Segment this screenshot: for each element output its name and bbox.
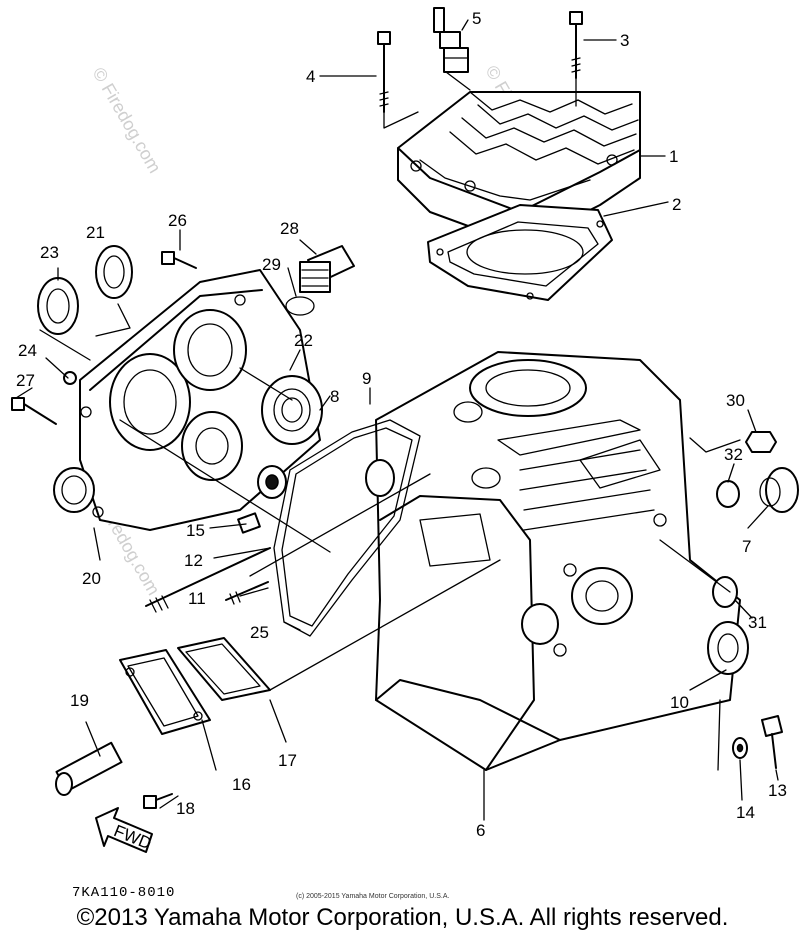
- label-22: 22: [294, 331, 313, 350]
- leader-lines: [15, 19, 779, 821]
- label-23: 23: [40, 243, 59, 262]
- drawing-code: 7KA110-8010: [72, 885, 175, 901]
- crankcase-gasket-9: [273, 419, 421, 637]
- small-copyright: (c) 2005-2015 Yamaha Motor Corporation, …: [296, 893, 449, 900]
- drain-bolt-13: [761, 715, 783, 769]
- forward-arrow-label: FWD: [111, 821, 154, 853]
- label-19: 19: [70, 691, 89, 710]
- label-16: 16: [232, 775, 251, 794]
- part-labels: 1 2 3 4 5 6 7 8 9 10 11 12 13 14 15 16 1…: [16, 9, 787, 840]
- head-bolt-4: [377, 31, 391, 113]
- label-11: 11: [188, 589, 206, 608]
- oil-seal-21: [95, 245, 133, 299]
- oil-seal-23: [37, 277, 79, 335]
- label-30: 30: [726, 391, 745, 410]
- label-3: 3: [620, 31, 629, 50]
- bolt-26: [161, 251, 197, 269]
- label-29: 29: [262, 255, 281, 274]
- forward-arrow: FWD: [95, 807, 154, 853]
- label-1: 1: [669, 147, 678, 166]
- oil-seal-10: [707, 621, 749, 675]
- pipe-19: [55, 741, 123, 796]
- label-27: 27: [16, 371, 35, 390]
- label-14: 14: [736, 803, 755, 822]
- label-4: 4: [306, 67, 315, 86]
- label-31: 31: [748, 613, 767, 632]
- label-13: 13: [768, 781, 787, 800]
- bearing-22: [261, 375, 323, 445]
- label-15: 15: [186, 521, 205, 540]
- label-9: 9: [362, 369, 371, 388]
- label-32: 32: [724, 445, 743, 464]
- stud-12: [145, 547, 271, 613]
- label-7: 7: [742, 537, 751, 556]
- label-28: 28: [280, 219, 299, 238]
- o-ring-29: [285, 296, 315, 316]
- label-26: 26: [168, 211, 187, 230]
- label-21: 21: [86, 223, 105, 242]
- filter-cap-20: [53, 467, 95, 513]
- bearing-8: [257, 465, 287, 499]
- label-17: 17: [278, 751, 297, 770]
- bolt-18: [143, 793, 173, 809]
- side-cover-16: [119, 649, 211, 735]
- label-12: 12: [184, 551, 203, 570]
- label-24: 24: [18, 341, 37, 360]
- cylinder-head: [397, 91, 641, 246]
- label-10: 10: [670, 693, 689, 712]
- label-25: 25: [250, 623, 269, 642]
- bolt-27: [11, 397, 57, 425]
- label-2: 2: [672, 195, 681, 214]
- plug-32: [716, 480, 740, 508]
- watermark-top: © Firedog.com: [89, 64, 165, 176]
- plug-30: [745, 431, 777, 453]
- cap-7: [759, 467, 799, 513]
- head-gasket: [427, 204, 613, 301]
- head-bolt-3: [569, 11, 583, 79]
- dowel-pin-24: [63, 371, 77, 385]
- label-20: 20: [82, 569, 101, 588]
- washer-14: [732, 737, 748, 759]
- spark-plug: [433, 7, 471, 91]
- copyright-footer: ©2013 Yamaha Motor Corporation, U.S.A. A…: [76, 904, 729, 931]
- label-6: 6: [476, 821, 485, 840]
- dowel-pin-15: [237, 512, 261, 534]
- label-5: 5: [472, 9, 481, 28]
- label-8: 8: [330, 387, 339, 406]
- breather-cap-28: [299, 245, 355, 293]
- stud-11: [225, 581, 269, 605]
- label-18: 18: [176, 799, 195, 818]
